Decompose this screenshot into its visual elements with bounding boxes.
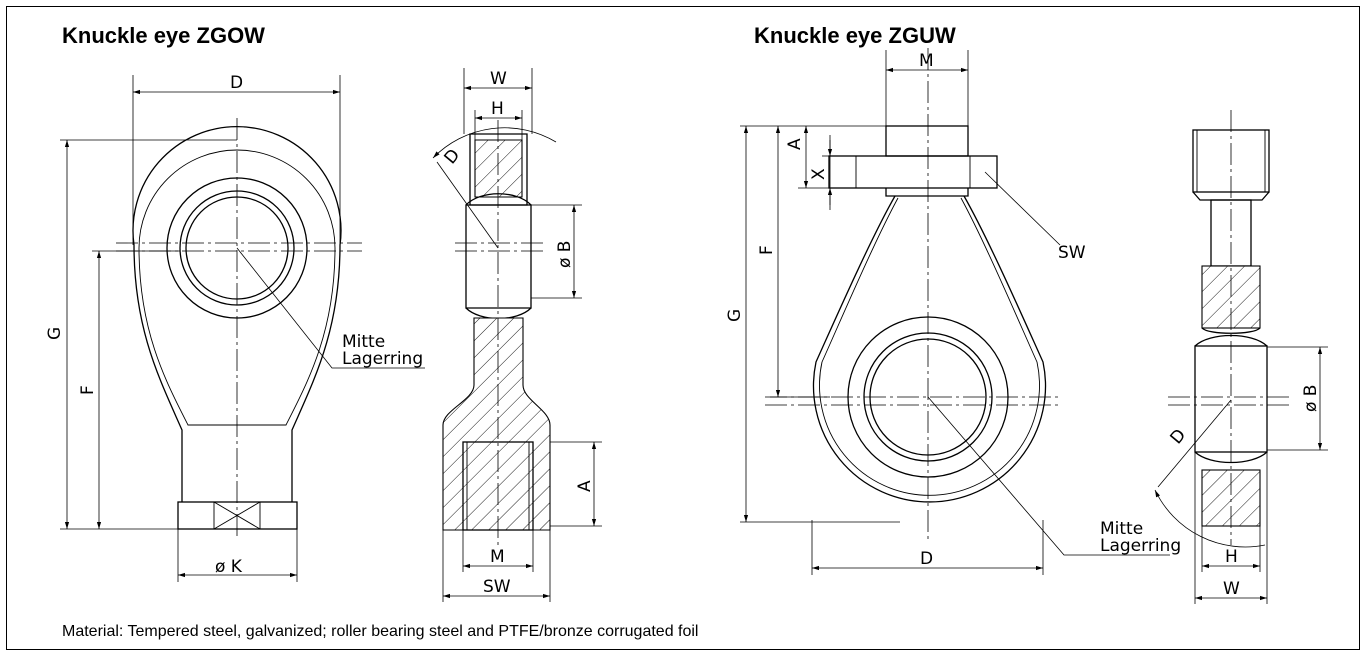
zgow-label-lagerring: Lagerring: [342, 349, 423, 369]
zguw-side-label-d: D: [1167, 425, 1191, 448]
zgow-label-g: G: [45, 327, 65, 340]
zgow-base-flange: [177, 501, 298, 530]
zgow-side-shank-hatch: [442, 317, 551, 531]
zgow-side-label-h: H: [491, 99, 504, 119]
zgow-side-label-sw: SW: [483, 577, 511, 597]
zguw-label-lagerring: Lagerring: [1100, 536, 1181, 556]
title-zguw: Knuckle eye ZGUW: [754, 23, 956, 48]
zgow-front-view: [60, 75, 425, 582]
zguw-label-m: M: [919, 51, 934, 71]
zguw-label-d: D: [920, 549, 933, 569]
zguw-eye-inner-outline: [819, 197, 1040, 496]
zgow-label-k: ø K: [215, 557, 243, 577]
zguw-mitte-leader: [927, 396, 1170, 556]
zguw-hex-nut: [828, 155, 998, 189]
material-note: Material: Tempered steel, galvanized; ro…: [62, 623, 699, 640]
zguw-side-view: [1154, 110, 1328, 604]
zgow-mitte-leader: [236, 247, 425, 369]
zguw-side-label-w: W: [1223, 579, 1240, 599]
zgow-label-d: D: [230, 73, 243, 93]
zguw-eye-outline: [812, 195, 1047, 503]
zguw-front-view: [740, 48, 1170, 575]
dimension-labels: D G F ø K Mitte Lagerring W H D ø B A M …: [45, 51, 1321, 599]
zgow-side-label-a: A: [575, 480, 595, 492]
zguw-label-f: F: [757, 245, 777, 255]
zgow-label-f: F: [78, 385, 98, 395]
zguw-sw-leader: [984, 171, 1061, 246]
zgow-side-label-w: W: [490, 69, 507, 89]
zguw-label-a: A: [785, 138, 805, 150]
zgow-eye-inner-outline: [138, 149, 336, 426]
zgow-side-label-m: M: [490, 547, 505, 567]
zgow-dim-d-arc: [432, 127, 557, 159]
title-zgow: Knuckle eye ZGOW: [62, 23, 265, 48]
zgow-side-label-b: ø B: [555, 241, 575, 268]
zguw-dim-d-arc: [1154, 489, 1266, 548]
zguw-label-g: G: [725, 309, 745, 322]
zguw-side-label-h: H: [1225, 547, 1238, 567]
zgow-side-view: [432, 68, 602, 602]
zguw-label-mitte: Mitte: [1100, 519, 1143, 539]
zgow-side-label-d: D: [441, 145, 465, 168]
zgow-label-mitte: Mitte: [342, 332, 385, 352]
zgow-side-upper-hatch: [474, 139, 523, 198]
zguw-side-label-b: ø B: [1301, 385, 1321, 412]
drawing-frame: [6, 6, 1360, 650]
zgow-side-ball: [465, 204, 532, 309]
zguw-thread-stub: [885, 125, 969, 157]
zguw-label-x: X: [809, 168, 829, 180]
zguw-label-sw: SW: [1058, 243, 1086, 263]
